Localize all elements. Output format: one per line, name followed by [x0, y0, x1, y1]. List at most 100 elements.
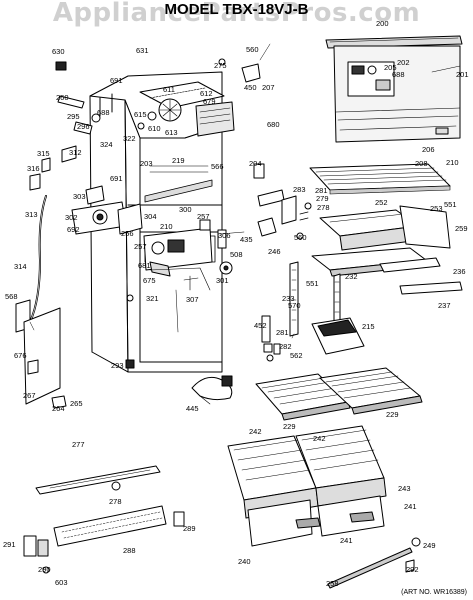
control-housing: [71, 185, 233, 291]
part-label-278: 278: [109, 497, 122, 506]
part-label-205: 205: [384, 63, 397, 72]
part-label-630: 630: [52, 47, 65, 56]
drain-tube: [15, 195, 61, 405]
leader-lines: [29, 43, 461, 339]
crisper-drawers: [227, 425, 387, 547]
base-grille: [23, 465, 185, 574]
part-label-313: 313: [25, 210, 38, 219]
part-label-253: 253: [430, 204, 443, 213]
part-label-203: 203: [140, 159, 153, 168]
art-number: (ART NO. WR16389): [401, 589, 467, 596]
part-label-240: 240: [238, 557, 251, 566]
door-bar: [327, 537, 421, 589]
part-label-242: 242: [249, 427, 262, 436]
part-label-688: 688: [392, 70, 405, 79]
wire-shelves: [255, 367, 423, 421]
evaporator-fan-assembly: [137, 81, 235, 137]
part-label-688: 688: [97, 108, 110, 117]
part-label-257: 257: [197, 212, 210, 221]
part-label-303: 303: [73, 192, 86, 201]
part-label-300: 300: [179, 205, 192, 214]
part-label-229: 229: [386, 410, 399, 419]
butter-bin: [311, 317, 365, 355]
part-label-264: 264: [52, 404, 65, 413]
part-label-316: 316: [27, 164, 40, 173]
part-label-289: 289: [183, 524, 196, 533]
part-label-562: 562: [290, 351, 303, 360]
meat-pan-assembly: [311, 205, 463, 295]
part-label-321: 321: [146, 294, 159, 303]
part-label-258: 258: [326, 579, 339, 588]
part-label-283: 283: [293, 185, 306, 194]
part-label-560: 560: [294, 233, 307, 242]
part-label-680: 680: [267, 120, 280, 129]
part-label-208: 208: [415, 159, 428, 168]
part-label-691: 691: [110, 174, 123, 183]
part-label-603: 603: [55, 578, 68, 587]
part-label-679: 679: [203, 97, 216, 106]
part-label-296: 296: [77, 122, 90, 131]
part-label-291: 291: [3, 540, 16, 549]
part-label-314: 314: [14, 262, 27, 271]
part-label-306: 306: [218, 231, 231, 240]
part-label-278: 278: [317, 203, 330, 212]
part-label-246: 246: [268, 247, 281, 256]
part-label-445: 445: [186, 404, 199, 413]
part-label-324: 324: [100, 140, 113, 149]
part-label-322: 322: [123, 134, 136, 143]
part-label-304: 304: [144, 212, 157, 221]
part-label-570: 570: [288, 301, 301, 310]
part-label-675: 675: [143, 276, 156, 285]
part-label-277: 277: [72, 440, 85, 449]
part-label-242: 242: [313, 434, 326, 443]
part-label-611: 611: [163, 85, 175, 94]
part-label-281: 281: [315, 186, 328, 195]
part-label-207: 207: [262, 83, 275, 92]
part-label-692: 692: [67, 225, 80, 234]
part-label-215: 215: [362, 322, 375, 331]
part-label-204: 204: [249, 159, 262, 168]
part-label-301: 301: [216, 276, 229, 285]
part-label-312: 312: [69, 148, 82, 157]
part-label-252: 252: [375, 198, 388, 207]
part-label-267: 267: [23, 391, 36, 400]
freezer-shelf: [309, 163, 451, 195]
part-label-681: 681: [138, 261, 151, 270]
part-label-452: 452: [254, 321, 267, 330]
part-label-560: 560: [246, 45, 259, 54]
part-label-568: 568: [5, 292, 18, 301]
part-label-259: 259: [455, 224, 468, 233]
part-label-508: 508: [230, 250, 243, 259]
part-label-201: 201: [456, 70, 469, 79]
part-label-612: 612: [200, 89, 213, 98]
part-label-232: 232: [345, 272, 358, 281]
hinge-hardware: [29, 58, 261, 191]
part-label-265: 265: [70, 399, 83, 408]
part-label-210: 210: [160, 222, 173, 231]
part-label-256: 256: [121, 229, 134, 238]
part-label-236: 236: [453, 267, 466, 276]
part-label-202: 202: [397, 58, 410, 67]
part-label-290: 290: [38, 565, 51, 574]
part-label-295: 295: [67, 112, 80, 121]
wiring-harness: [191, 375, 233, 405]
part-label-613: 613: [165, 128, 178, 137]
part-label-237: 237: [438, 301, 451, 310]
part-label-435: 435: [240, 235, 253, 244]
diagram-title: MODEL TBX-18VJ-B: [164, 1, 309, 18]
part-label-288: 288: [123, 546, 136, 555]
part-label-315: 315: [37, 149, 50, 158]
part-label-302: 302: [65, 213, 78, 222]
part-label-210: 210: [446, 158, 459, 167]
door-hinge-parts: [253, 163, 312, 362]
part-label-200: 200: [376, 19, 389, 28]
part-label-282: 282: [279, 342, 292, 351]
part-label-279: 279: [316, 194, 329, 203]
part-label-551: 551: [306, 279, 319, 288]
part-label-241: 241: [404, 502, 417, 511]
freezer-door: [325, 35, 463, 143]
misc-small-parts: [27, 294, 135, 409]
part-label-566: 566: [211, 162, 224, 171]
part-label-219: 219: [172, 156, 185, 165]
